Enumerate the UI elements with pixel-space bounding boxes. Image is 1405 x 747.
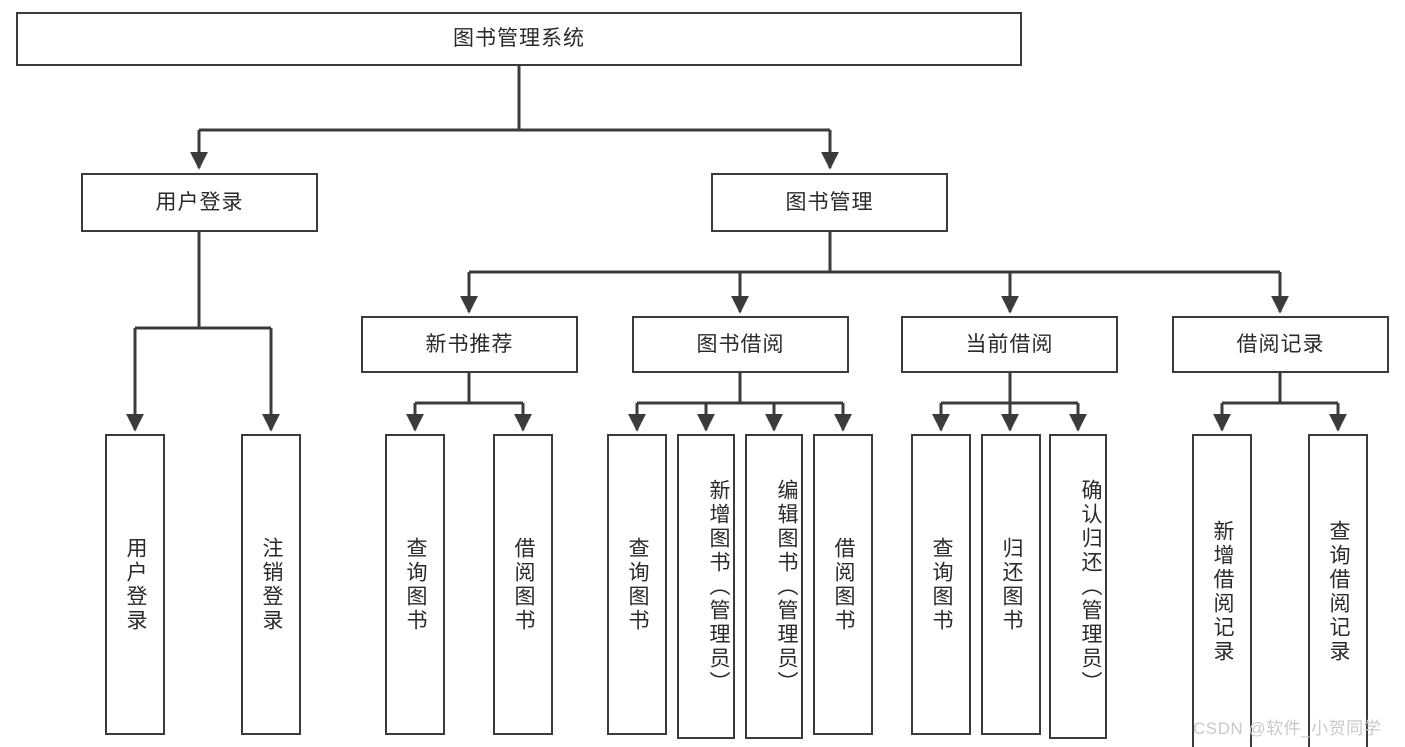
node-current-borrow[interactable]: 当前借阅 [901,316,1118,373]
node-label: 图书管理系统 [453,27,585,51]
node-label: 新书推荐 [425,332,514,356]
leaf-new-book-borrow-book[interactable]: 借阅图书 [493,434,553,735]
node-label: 归还图书 [1000,536,1023,633]
leaf-book-borrow-query-book[interactable]: 查询图书 [607,434,667,735]
leaf-user-login-login[interactable]: 用户登录 [105,434,165,735]
node-label: 新增借阅记录 [1211,519,1234,664]
node-label: 查询图书 [930,536,953,633]
node-label: 借阅图书 [512,536,535,633]
node-user-login[interactable]: 用户登录 [81,173,318,232]
leaf-current-borrow-query-book[interactable]: 查询图书 [911,434,971,735]
csdn-watermark: CSDN @软件_小贺同学 [1193,719,1382,738]
leaf-new-book-query-book[interactable]: 查询图书 [385,434,445,735]
node-label: 用户登录 [155,190,244,214]
node-label: 注销登录 [260,536,283,633]
leaf-current-borrow-confirm-return-admin[interactable]: 确认归还（管理员） [1049,434,1107,739]
node-label: 新增图书（管理员） [707,478,730,695]
leaf-book-borrow-borrow-book[interactable]: 借阅图书 [813,434,873,735]
leaf-user-login-logout[interactable]: 注销登录 [241,434,301,735]
leaf-current-borrow-return-book[interactable]: 归还图书 [981,434,1041,735]
node-book-management[interactable]: 图书管理 [711,173,948,232]
node-label: 图书管理 [785,190,874,214]
node-label: 编辑图书（管理员） [775,478,798,695]
node-label: 查询图书 [626,536,649,633]
node-label: 当前借阅 [965,332,1054,356]
leaf-borrow-record-add-record[interactable]: 新增借阅记录 [1192,434,1252,747]
node-new-book-recommend[interactable]: 新书推荐 [361,316,578,373]
leaf-book-borrow-edit-book-admin[interactable]: 编辑图书（管理员） [745,434,803,739]
node-root-book-management-system[interactable]: 图书管理系统 [16,12,1022,66]
node-label: 查询图书 [404,536,427,633]
leaf-book-borrow-add-book-admin[interactable]: 新增图书（管理员） [677,434,735,739]
node-label: 借阅图书 [832,536,855,633]
node-label: 查询借阅记录 [1327,519,1350,664]
node-label: 用户登录 [124,536,147,633]
node-label: 确认归还（管理员） [1079,478,1102,695]
node-label: 借阅记录 [1236,332,1325,356]
node-book-borrow[interactable]: 图书借阅 [632,316,849,373]
leaf-borrow-record-query-record[interactable]: 查询借阅记录 [1308,434,1368,747]
node-borrow-record[interactable]: 借阅记录 [1172,316,1389,373]
node-label: 图书借阅 [696,332,785,356]
